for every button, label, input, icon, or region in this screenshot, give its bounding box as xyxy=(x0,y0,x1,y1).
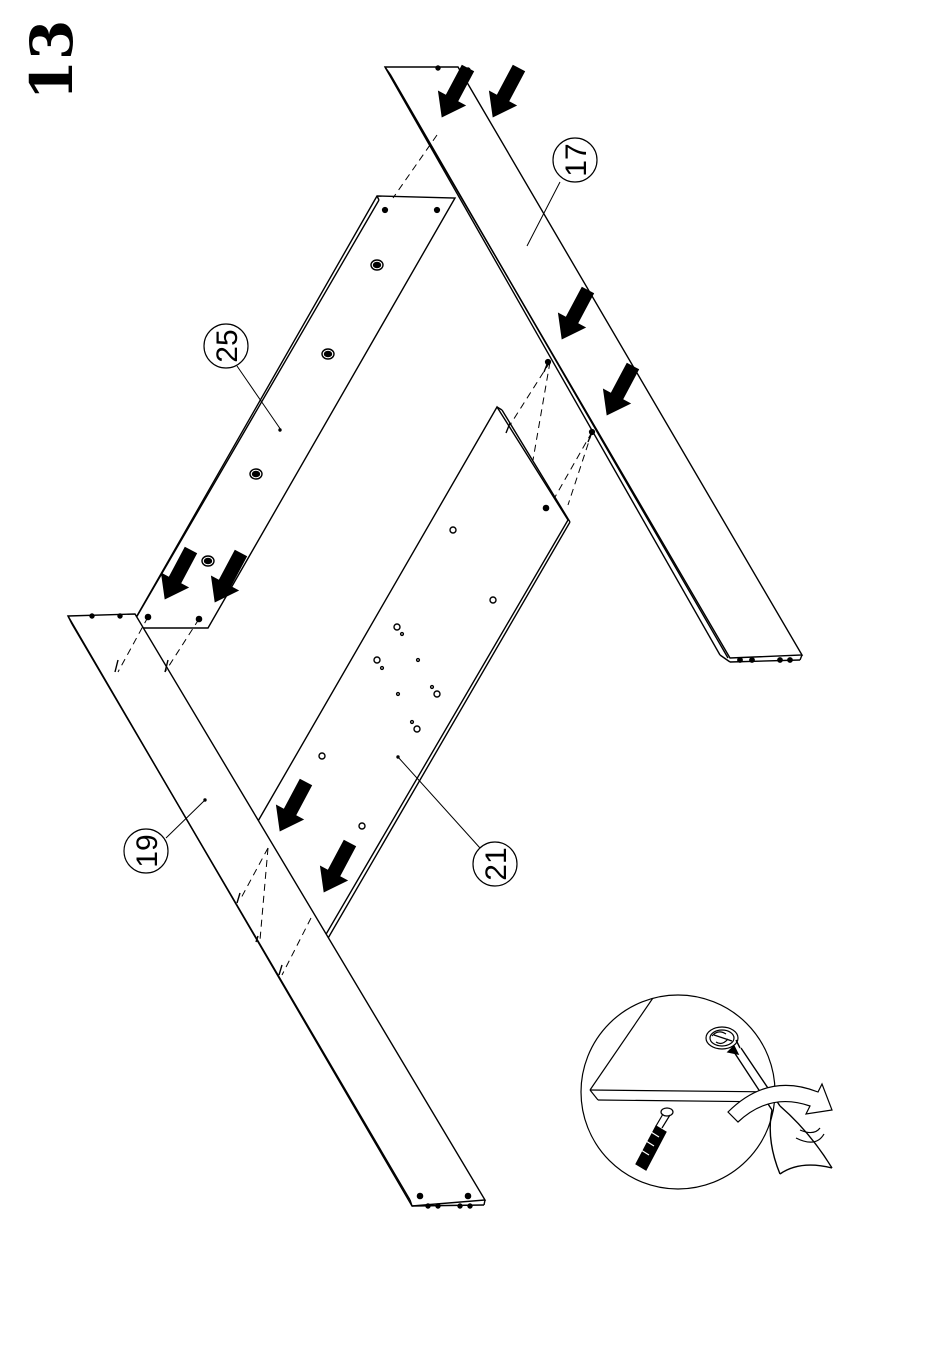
callout-21: 21 xyxy=(398,757,517,886)
detail-inset xyxy=(581,995,832,1189)
svg-text:21: 21 xyxy=(480,847,513,880)
panel-21 xyxy=(250,407,570,952)
svg-text:17: 17 xyxy=(560,143,593,176)
svg-text:25: 25 xyxy=(211,329,244,362)
step-number: 13 xyxy=(18,20,86,101)
svg-text:19: 19 xyxy=(131,834,164,867)
